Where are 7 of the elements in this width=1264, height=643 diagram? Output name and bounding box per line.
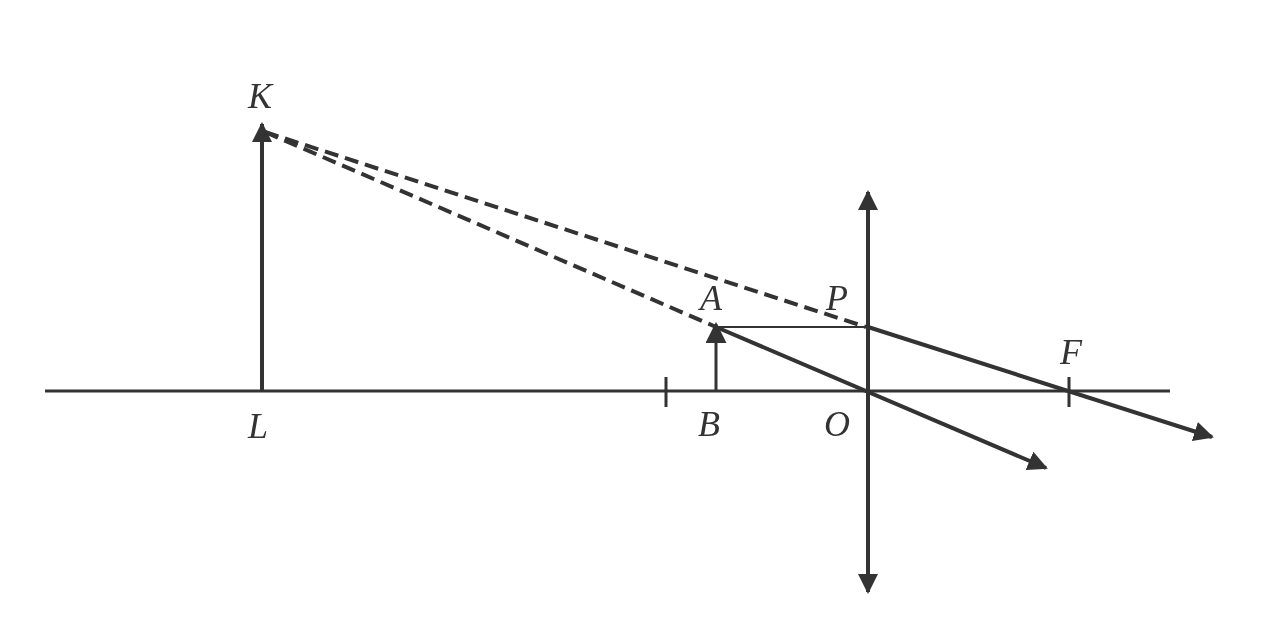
point-label: L [248, 408, 269, 444]
point-label: K [248, 78, 272, 114]
point-label: F [1060, 334, 1082, 370]
point-label: O [824, 406, 850, 442]
point-label: A [700, 280, 722, 316]
point-label: P [826, 280, 848, 316]
point-label: B [698, 406, 720, 442]
